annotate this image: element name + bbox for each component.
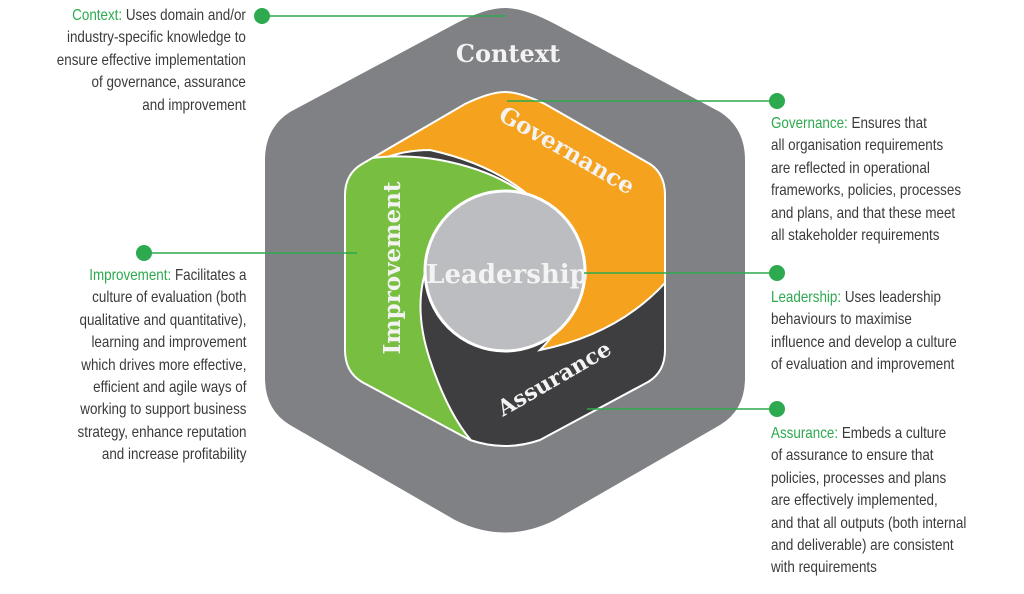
improvement-description: Improvement: Facilitates a culture of ev… xyxy=(77,267,247,464)
leadership-circle xyxy=(423,189,587,353)
assurance-description: Assurance: Embeds a culture of assurance… xyxy=(771,425,967,577)
leadership-connector-dot xyxy=(769,265,785,281)
assurance-connector-dot xyxy=(769,401,785,417)
assurance-heading: Assurance: xyxy=(771,425,839,442)
leadership-description: Leadership: Uses leadership behaviours t… xyxy=(771,289,957,374)
leadership-label: Leadership xyxy=(426,260,588,290)
context-connector-dot xyxy=(254,8,270,24)
improvement-connector-dot xyxy=(136,245,152,261)
improvement-heading: Improvement: xyxy=(88,267,171,284)
context-description: Context: Uses domain and/or industry-spe… xyxy=(56,7,246,114)
governance-heading: Governance: xyxy=(771,115,848,132)
leadership-heading: Leadership: xyxy=(771,289,842,306)
context-heading: Context: xyxy=(72,7,123,24)
governance-description: Governance: Ensures that all organisatio… xyxy=(771,115,962,245)
inner-hexagon-outline xyxy=(344,90,666,447)
improvement-label: Improvement xyxy=(379,181,406,354)
context-label: Context xyxy=(456,39,560,68)
governance-connector-dot xyxy=(769,93,785,109)
